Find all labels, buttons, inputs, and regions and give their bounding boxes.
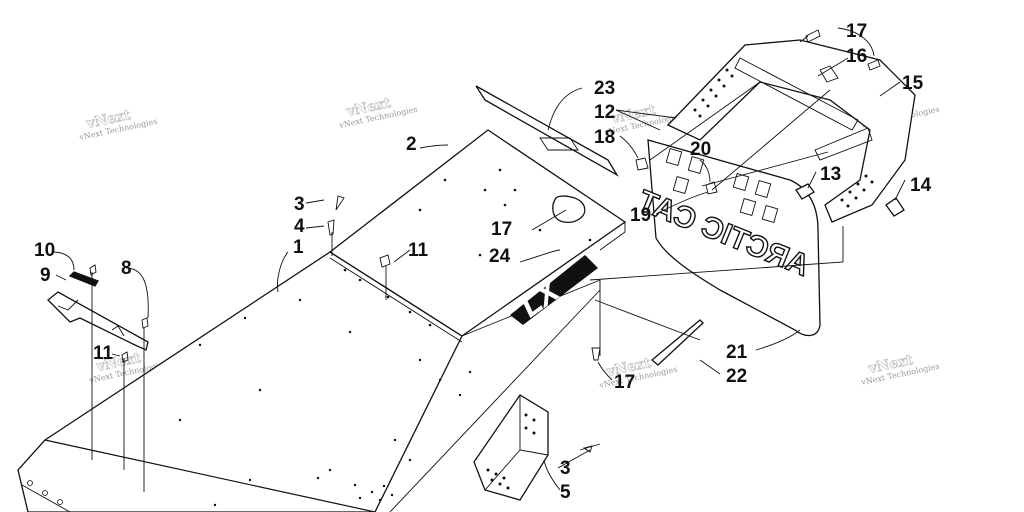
rear-bumper-part — [666, 39, 916, 223]
strip-part — [68, 271, 99, 287]
callout-19: 19 — [630, 205, 651, 226]
bumper-holes-right — [840, 174, 874, 208]
callout-labels: 1 2 3 4 11 17 24 23 12 18 20 19 17 16 15… — [34, 21, 932, 503]
snow-flap-part: ARCTIC CAT — [633, 139, 821, 337]
callout-1: 1 — [293, 237, 304, 258]
flap-louvers — [665, 148, 779, 223]
bumper-holes-left — [693, 68, 734, 118]
callout-17-bottom: 17 — [614, 372, 635, 393]
callout-11: 11 — [408, 240, 429, 261]
callout-15: 15 — [902, 73, 924, 94]
callout-11-left: 11 — [93, 343, 114, 364]
callout-leaders — [51, 27, 906, 491]
callout-10: 10 — [34, 240, 55, 261]
callout-16: 16 — [846, 46, 867, 67]
bracket-part — [47, 291, 149, 351]
callout-5: 5 — [560, 482, 571, 503]
callout-12: 12 — [594, 102, 615, 123]
callout-17-top: 17 — [846, 21, 867, 42]
callout-4: 4 — [294, 216, 305, 237]
callout-21: 21 — [726, 342, 748, 363]
tunnel-holes — [27, 298, 472, 507]
callout-18: 18 — [594, 127, 615, 148]
callout-8: 8 — [121, 258, 132, 279]
guide-lines — [91, 35, 844, 492]
callout-22: 22 — [726, 366, 747, 387]
callout-17: 17 — [491, 219, 512, 240]
rear-bracket-part — [473, 394, 549, 501]
callout-9: 9 — [40, 265, 51, 286]
callout-3: 3 — [294, 194, 305, 215]
callout-24: 24 — [489, 246, 511, 267]
hardware — [89, 29, 905, 453]
callout-23: 23 — [594, 78, 615, 99]
reflector-part — [650, 319, 704, 366]
flap-panel-part — [475, 85, 619, 177]
callout-2: 2 — [406, 134, 417, 155]
callout-3-bottom: 3 — [560, 458, 571, 479]
callout-13: 13 — [820, 164, 841, 185]
tunnel-top-panel — [328, 129, 627, 343]
callout-20: 20 — [690, 139, 711, 160]
callout-14: 14 — [910, 175, 932, 196]
